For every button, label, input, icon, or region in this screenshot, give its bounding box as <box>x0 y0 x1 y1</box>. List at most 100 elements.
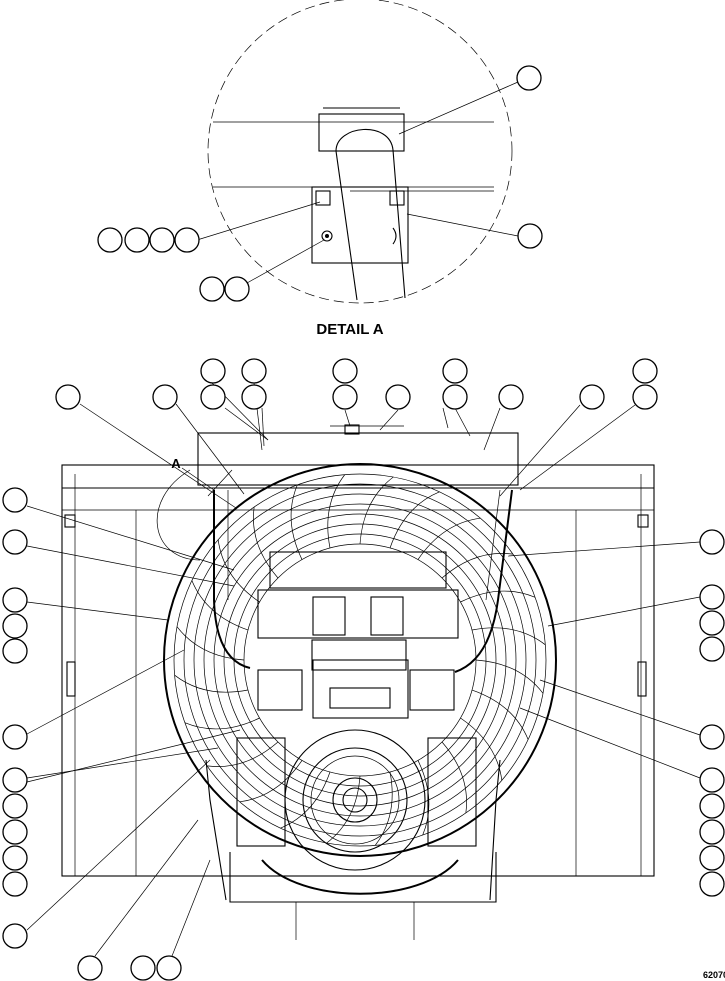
fan-spoke <box>441 741 467 813</box>
callout-bubble <box>199 276 225 302</box>
leader-line <box>454 407 471 437</box>
callout-bubble <box>442 384 468 410</box>
leader-line <box>539 679 701 736</box>
detail-a-boundary <box>207 0 513 304</box>
callout-bubble <box>2 767 28 793</box>
callout-bubble <box>77 955 103 981</box>
callout-bubble <box>2 845 28 871</box>
leader-line <box>175 403 245 495</box>
callout-bubble <box>2 638 28 664</box>
callout-bubble <box>699 529 725 555</box>
fan-spoke <box>217 539 260 603</box>
callout-bubble <box>2 819 28 845</box>
callout-bubble <box>149 227 175 253</box>
fan-spoke <box>460 717 503 781</box>
leader-line <box>26 747 219 779</box>
tube <box>335 128 406 299</box>
leader-line <box>442 407 449 429</box>
view-marker-a: A <box>171 456 181 471</box>
drawing-number: 62070 <box>703 970 725 980</box>
fan-spoke <box>417 760 430 836</box>
callout-bubbles <box>2 65 725 981</box>
fan-spoke <box>475 659 544 694</box>
clamp-block <box>318 113 405 152</box>
fan-shroud <box>163 463 557 857</box>
fan-spoke <box>417 517 481 560</box>
callout-bubble <box>130 955 156 981</box>
fan-spoke <box>280 771 331 829</box>
fan-spoke <box>389 491 440 549</box>
callout-bubble <box>2 613 28 639</box>
fan-spoke <box>253 507 279 579</box>
leader-line <box>94 819 199 957</box>
leader-line <box>171 859 211 957</box>
callout-bubble <box>332 384 358 410</box>
fan-spoke <box>374 771 393 846</box>
callout-bubble <box>632 358 658 384</box>
leader-line <box>79 403 237 509</box>
bracket-plate <box>311 186 409 264</box>
callout-bubble <box>241 358 267 384</box>
filler-cap <box>344 424 360 435</box>
fan-spoke <box>184 717 260 730</box>
main-assembly-view <box>61 424 655 940</box>
callout-bubble <box>2 871 28 897</box>
fan-spoke <box>207 741 279 767</box>
leader-line <box>483 407 501 451</box>
engine-bracket <box>257 589 459 639</box>
callout-bubble <box>699 724 725 750</box>
leader-line <box>519 404 636 491</box>
bolt-right <box>389 190 405 206</box>
callout-bubble <box>241 384 267 410</box>
fan-spoke <box>471 627 546 646</box>
callout-bubble <box>156 955 182 981</box>
fitting <box>321 230 333 242</box>
callout-bubble <box>632 384 658 410</box>
callout-bubble <box>2 724 28 750</box>
callout-bubble <box>200 358 226 384</box>
leader-line <box>26 545 235 587</box>
fan-spoke <box>326 775 361 844</box>
engine-base <box>229 852 497 903</box>
left-hose <box>213 490 251 669</box>
fan-guard-spokes <box>174 474 546 846</box>
callout-bubble <box>699 767 725 793</box>
callout-bubble <box>517 223 543 249</box>
callout-bubble <box>332 358 358 384</box>
callout-bubble <box>2 793 28 819</box>
flywheel-hub <box>332 777 378 823</box>
leader-line <box>344 409 351 427</box>
leader-line <box>26 759 211 931</box>
callout-bubble <box>2 529 28 555</box>
fan-spoke <box>359 476 394 545</box>
leader-line <box>519 707 701 779</box>
top-tank <box>197 432 519 486</box>
fan-spoke <box>239 760 303 803</box>
callout-bubble <box>498 384 524 410</box>
leader-line <box>547 596 701 627</box>
bolt-left <box>315 190 331 206</box>
detail-caption: DETAIL A <box>316 321 383 338</box>
right-hose <box>454 489 513 673</box>
leader-line <box>379 409 399 431</box>
fan-spoke <box>191 580 249 631</box>
leader-line <box>507 541 701 557</box>
leader-line <box>261 407 265 447</box>
leader-line <box>26 505 235 571</box>
callout-bubble <box>224 276 250 302</box>
callout-bubble <box>699 845 725 871</box>
callout-bubble <box>2 487 28 513</box>
fan-spoke <box>174 674 249 693</box>
leader-line <box>499 404 581 497</box>
callout-bubble <box>699 636 725 662</box>
detail-a-view <box>196 0 519 304</box>
callout-bubble <box>699 819 725 845</box>
leader-lines <box>26 382 701 957</box>
leader-line <box>224 407 269 441</box>
callout-bubble <box>516 65 542 91</box>
callout-bubble <box>124 227 150 253</box>
callout-bubble <box>152 384 178 410</box>
callout-bubble <box>699 871 725 897</box>
fan-spoke <box>176 626 245 661</box>
